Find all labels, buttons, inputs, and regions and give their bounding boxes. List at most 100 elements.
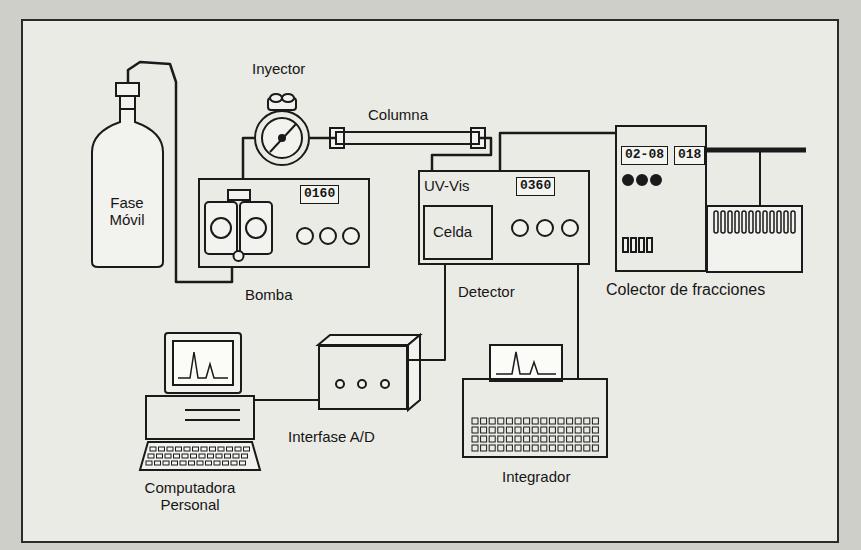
integrator-outline bbox=[462, 378, 608, 458]
key bbox=[592, 427, 598, 433]
part-label: Interfase A/D bbox=[288, 428, 375, 445]
part-label: Colector de fracciones bbox=[606, 281, 765, 299]
tubing bbox=[243, 138, 254, 178]
key bbox=[472, 445, 478, 451]
fraction-collector: 02-08 018Colector de fracciones bbox=[602, 120, 847, 302]
key bbox=[575, 427, 581, 433]
test-tube bbox=[714, 211, 718, 233]
key bbox=[481, 436, 487, 442]
key bbox=[584, 436, 590, 442]
key bbox=[472, 427, 478, 433]
display-readout: 02-08 bbox=[621, 146, 668, 165]
key bbox=[584, 427, 590, 433]
key bbox=[174, 454, 180, 458]
part-label: Inyector bbox=[252, 60, 305, 77]
key bbox=[481, 445, 487, 451]
key bbox=[199, 454, 205, 458]
key bbox=[558, 436, 564, 442]
key bbox=[498, 418, 504, 424]
key bbox=[223, 461, 229, 465]
key bbox=[206, 461, 212, 465]
display-readout: 0360 bbox=[516, 177, 555, 196]
key bbox=[575, 418, 581, 424]
key bbox=[498, 445, 504, 451]
part-label: Computadora Personal bbox=[125, 479, 255, 514]
key bbox=[592, 418, 598, 424]
computer-outline bbox=[145, 395, 255, 440]
key bbox=[159, 447, 165, 451]
key bbox=[524, 427, 530, 433]
key bbox=[180, 461, 186, 465]
key bbox=[592, 436, 598, 442]
key bbox=[558, 427, 564, 433]
display-readout: 018 bbox=[674, 146, 705, 165]
key bbox=[481, 418, 487, 424]
test-tube bbox=[742, 211, 746, 233]
key bbox=[197, 461, 203, 465]
signal-cable bbox=[408, 265, 445, 360]
key bbox=[201, 447, 207, 451]
key bbox=[498, 427, 504, 433]
key bbox=[549, 436, 555, 442]
key bbox=[240, 461, 246, 465]
key bbox=[225, 454, 231, 458]
test-tube bbox=[728, 211, 732, 233]
key bbox=[515, 445, 521, 451]
key bbox=[515, 427, 521, 433]
signal-cable bbox=[577, 265, 579, 378]
part-label: Detector bbox=[458, 283, 515, 300]
key bbox=[567, 445, 573, 451]
test-tube bbox=[770, 211, 774, 233]
part-label: UV-Vis bbox=[424, 177, 470, 194]
injector: Inyector bbox=[244, 56, 324, 170]
key bbox=[524, 436, 530, 442]
key bbox=[489, 436, 495, 442]
signal-cable bbox=[255, 399, 318, 401]
key bbox=[233, 454, 239, 458]
part-label: Celda bbox=[433, 223, 472, 240]
test-tube bbox=[777, 211, 781, 233]
key bbox=[472, 418, 478, 424]
test-tube bbox=[721, 211, 725, 233]
key bbox=[214, 461, 220, 465]
key bbox=[592, 445, 598, 451]
column-outline bbox=[335, 131, 480, 145]
key bbox=[558, 418, 564, 424]
part-label: Integrador bbox=[502, 468, 570, 485]
test-tube bbox=[763, 211, 767, 233]
key bbox=[481, 427, 487, 433]
key bbox=[472, 436, 478, 442]
cell: Celda bbox=[423, 205, 493, 260]
key bbox=[182, 454, 188, 458]
key bbox=[532, 418, 538, 424]
key bbox=[155, 461, 161, 465]
key bbox=[146, 461, 152, 465]
key bbox=[242, 454, 248, 458]
key bbox=[506, 427, 512, 433]
detector: UV-Vis 0360Detector Celda bbox=[416, 168, 592, 303]
key bbox=[524, 445, 530, 451]
key bbox=[549, 418, 555, 424]
key bbox=[216, 454, 222, 458]
column: Columna bbox=[328, 102, 488, 150]
key bbox=[208, 454, 214, 458]
key bbox=[541, 427, 547, 433]
key bbox=[176, 447, 182, 451]
key bbox=[489, 418, 495, 424]
key bbox=[163, 461, 169, 465]
key bbox=[157, 454, 163, 458]
key bbox=[532, 436, 538, 442]
test-tube bbox=[735, 211, 739, 233]
key bbox=[165, 454, 171, 458]
key bbox=[167, 447, 173, 451]
key bbox=[231, 461, 237, 465]
computer: Computadora Personal bbox=[118, 328, 303, 528]
tubing bbox=[432, 138, 491, 170]
pump-outline bbox=[198, 178, 370, 268]
key bbox=[227, 447, 233, 451]
key bbox=[515, 436, 521, 442]
key bbox=[489, 445, 495, 451]
part-label: Bomba bbox=[245, 286, 293, 303]
key bbox=[584, 418, 590, 424]
